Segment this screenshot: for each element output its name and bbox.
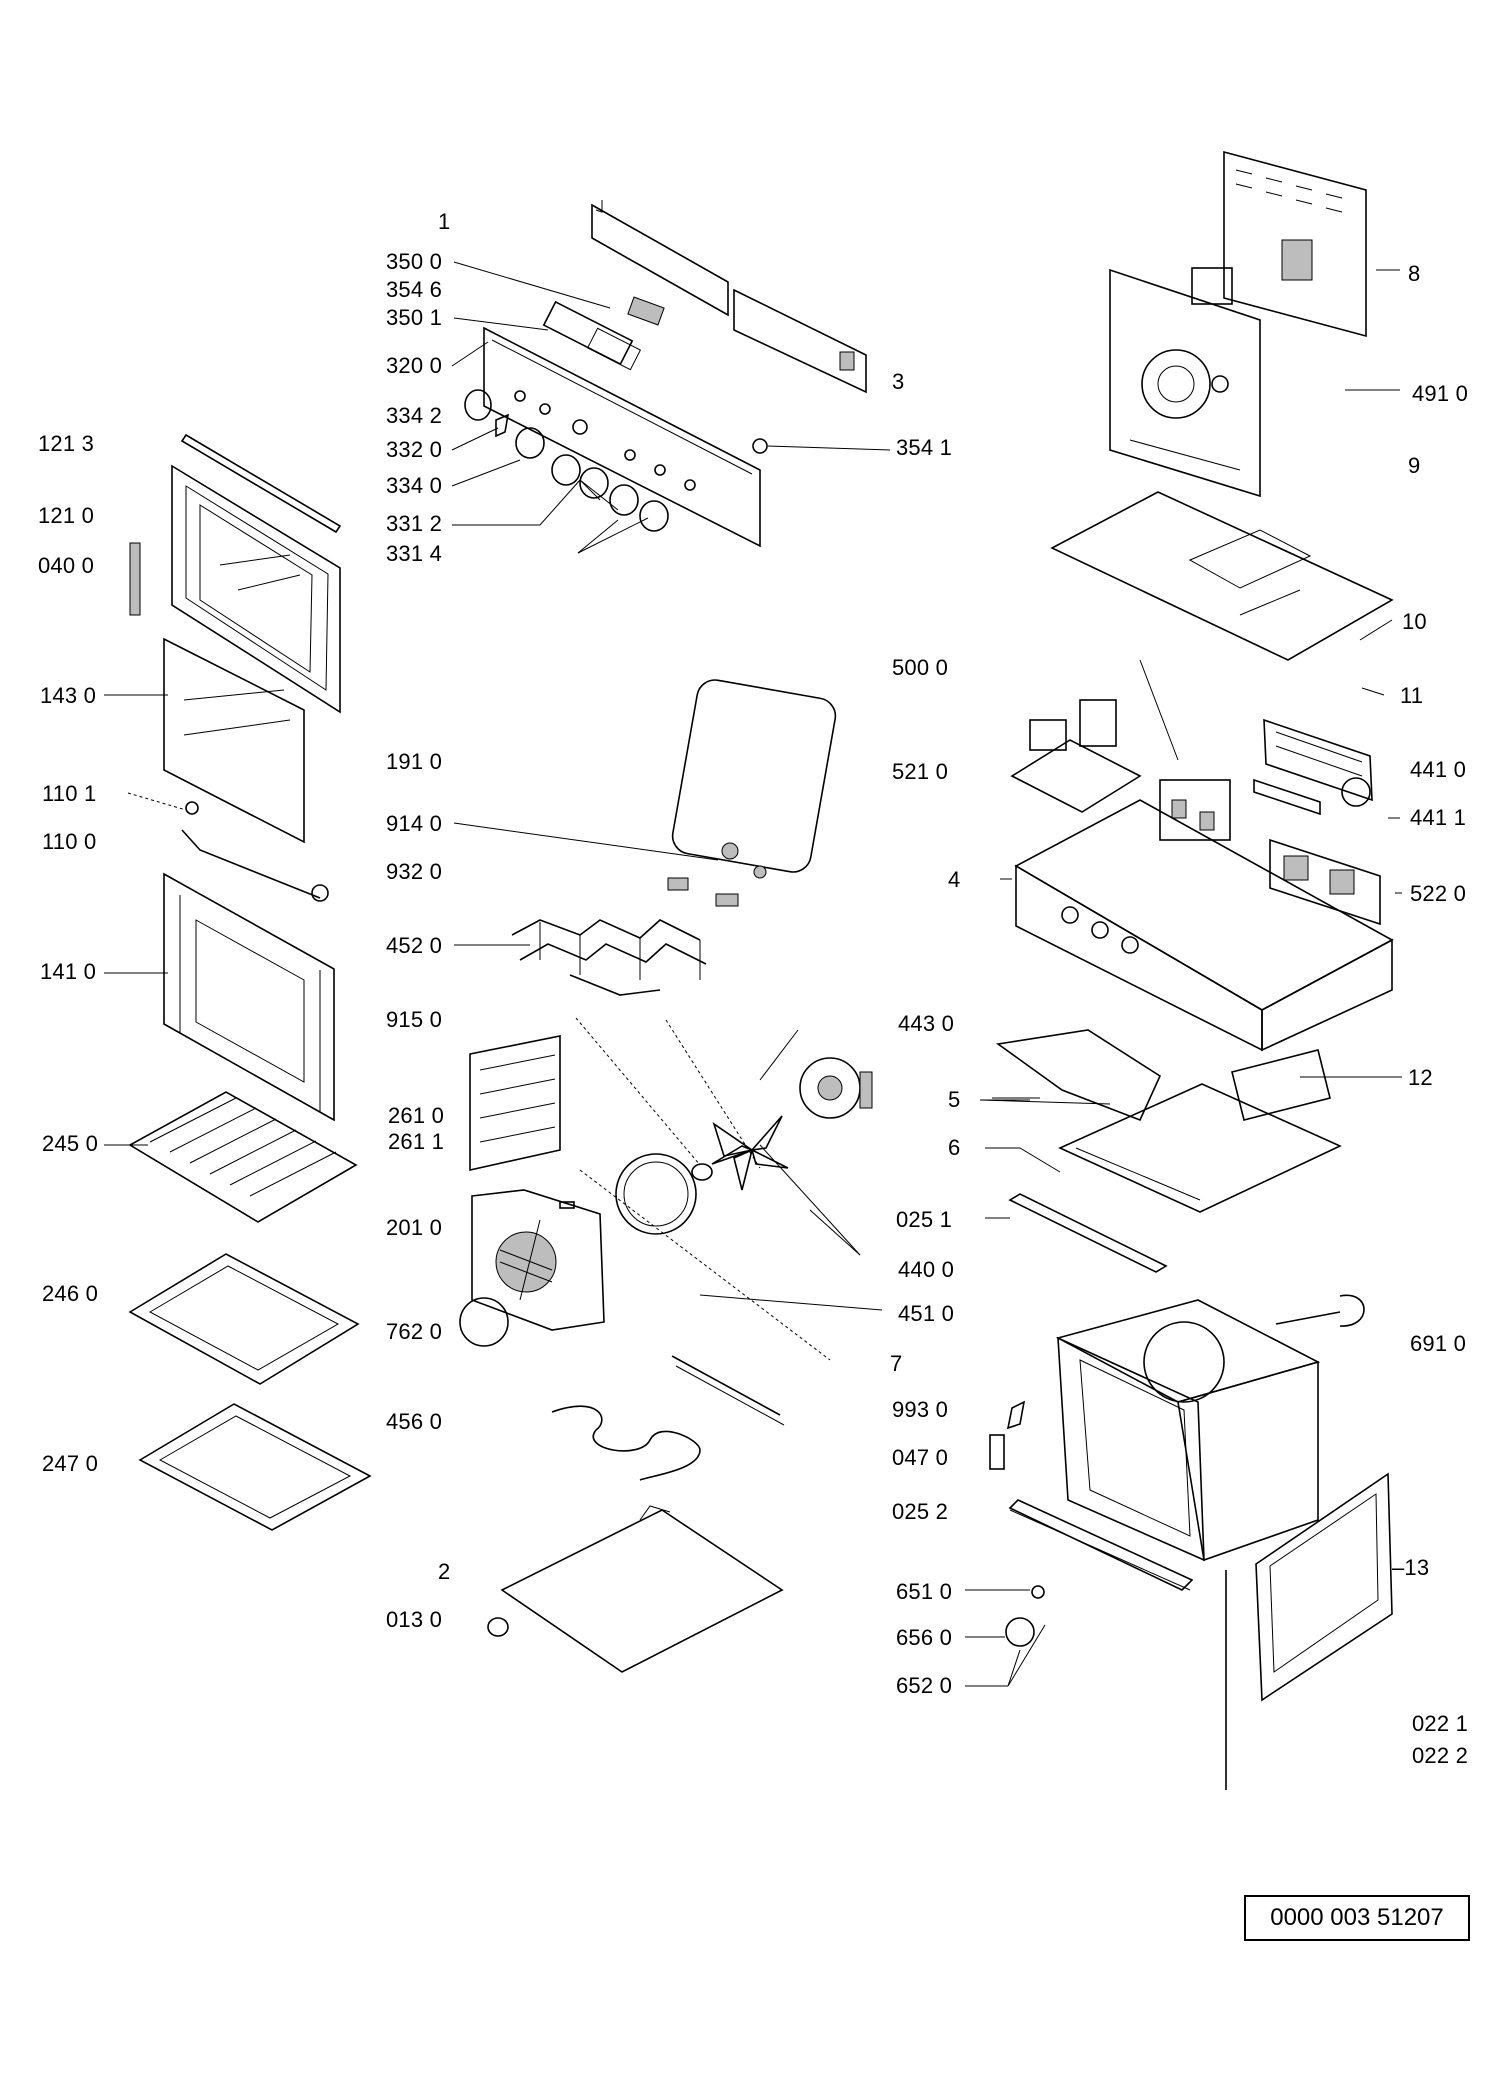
door-assembly: [129, 433, 342, 1122]
label-9: 9: [1408, 453, 1421, 478]
label-331-4: 331 4: [386, 541, 443, 566]
label-652-0: 652 0: [896, 1673, 953, 1698]
label-491-0: 491 0: [1412, 381, 1469, 406]
label-331-2: 331 2: [386, 511, 443, 536]
document-number-box: 0000 003 51207: [1244, 1895, 1470, 1941]
label-334-2: 334 2: [386, 403, 443, 428]
label-6: 6: [948, 1135, 961, 1160]
label-332-0: 332 0: [386, 437, 443, 462]
racks-and-trays: [128, 1091, 372, 1531]
label-691-0: 691 0: [1410, 1331, 1467, 1356]
cavity-and-panels: [989, 1029, 1393, 1790]
label-141-0: 141 0: [40, 959, 97, 984]
label-915-0: 915 0: [386, 1007, 443, 1032]
label-651-0: 651 0: [896, 1579, 953, 1604]
label-143-0: 143 0: [40, 683, 97, 708]
label-354-1: 354 1: [896, 435, 953, 460]
label-121-0: 121 0: [38, 503, 95, 528]
label-500-0: 500 0: [892, 655, 949, 680]
label-456-0: 456 0: [386, 1409, 443, 1434]
label-440-0: 440 0: [898, 1257, 955, 1282]
label-025-1: 025 1: [896, 1207, 953, 1232]
label-201-0: 201 0: [386, 1215, 443, 1240]
label-1: 1: [438, 209, 451, 234]
label-10: 10: [1402, 609, 1427, 634]
label-932-0: 932 0: [386, 859, 443, 884]
label-521-0: 521 0: [892, 759, 949, 784]
label-245-0: 245 0: [42, 1131, 99, 1156]
electronics-modules: [1010, 699, 1394, 1052]
label-022-1: 022 1: [1412, 1711, 1469, 1736]
label-13: –13: [1392, 1555, 1430, 1580]
fan-cover-and-fan: [459, 1035, 873, 1347]
label-522-0: 522 0: [1410, 881, 1467, 906]
label-993-0: 993 0: [892, 1397, 949, 1422]
bottom-element-and-plate: [487, 1355, 785, 1673]
leader-lines: [104, 261, 1402, 1687]
label-121-3: 121 3: [38, 431, 95, 456]
label-5: 5: [948, 1087, 961, 1112]
label-3: 3: [892, 369, 905, 394]
label-013-0: 013 0: [386, 1607, 443, 1632]
label-451-0: 451 0: [898, 1301, 955, 1326]
label-443-0: 443 0: [898, 1011, 955, 1036]
label-762-0: 762 0: [386, 1319, 443, 1344]
label-2: 2: [438, 1559, 451, 1584]
label-320-0: 320 0: [386, 353, 443, 378]
label-11: 11: [1400, 683, 1424, 708]
label-261-0: 261 0: [388, 1103, 445, 1128]
label-4: 4: [948, 867, 961, 892]
label-022-2: 022 2: [1412, 1743, 1469, 1768]
label-246-0: 246 0: [42, 1281, 99, 1306]
label-12: 12: [1408, 1065, 1433, 1090]
label-047-0: 047 0: [892, 1445, 949, 1470]
label-452-0: 452 0: [386, 933, 443, 958]
label-441-0: 441 0: [1410, 757, 1467, 782]
label-8: 8: [1408, 261, 1421, 286]
label-656-0: 656 0: [896, 1625, 953, 1650]
label-025-2: 025 2: [892, 1499, 949, 1524]
label-261-1: 261 1: [388, 1129, 445, 1154]
label-350-1: 350 1: [386, 305, 443, 330]
control-panel-assembly: [464, 200, 867, 548]
label-334-0: 334 0: [386, 473, 443, 498]
label-040-0: 040 0: [38, 553, 95, 578]
label-247-0: 247 0: [42, 1451, 99, 1476]
label-110-0: 110 0: [42, 829, 97, 854]
label-350-0: 350 0: [386, 249, 443, 274]
label-191-0: 191 0: [386, 749, 443, 774]
label-110-1: 110 1: [42, 781, 97, 806]
label-354-6: 354 6: [386, 277, 443, 302]
rear-panel-assembly: [1050, 150, 1394, 661]
label-7: 7: [890, 1351, 903, 1376]
label-441-1: 441 1: [1410, 805, 1467, 830]
label-914-0: 914 0: [386, 811, 443, 836]
door-seal-and-top-element: [511, 679, 837, 996]
